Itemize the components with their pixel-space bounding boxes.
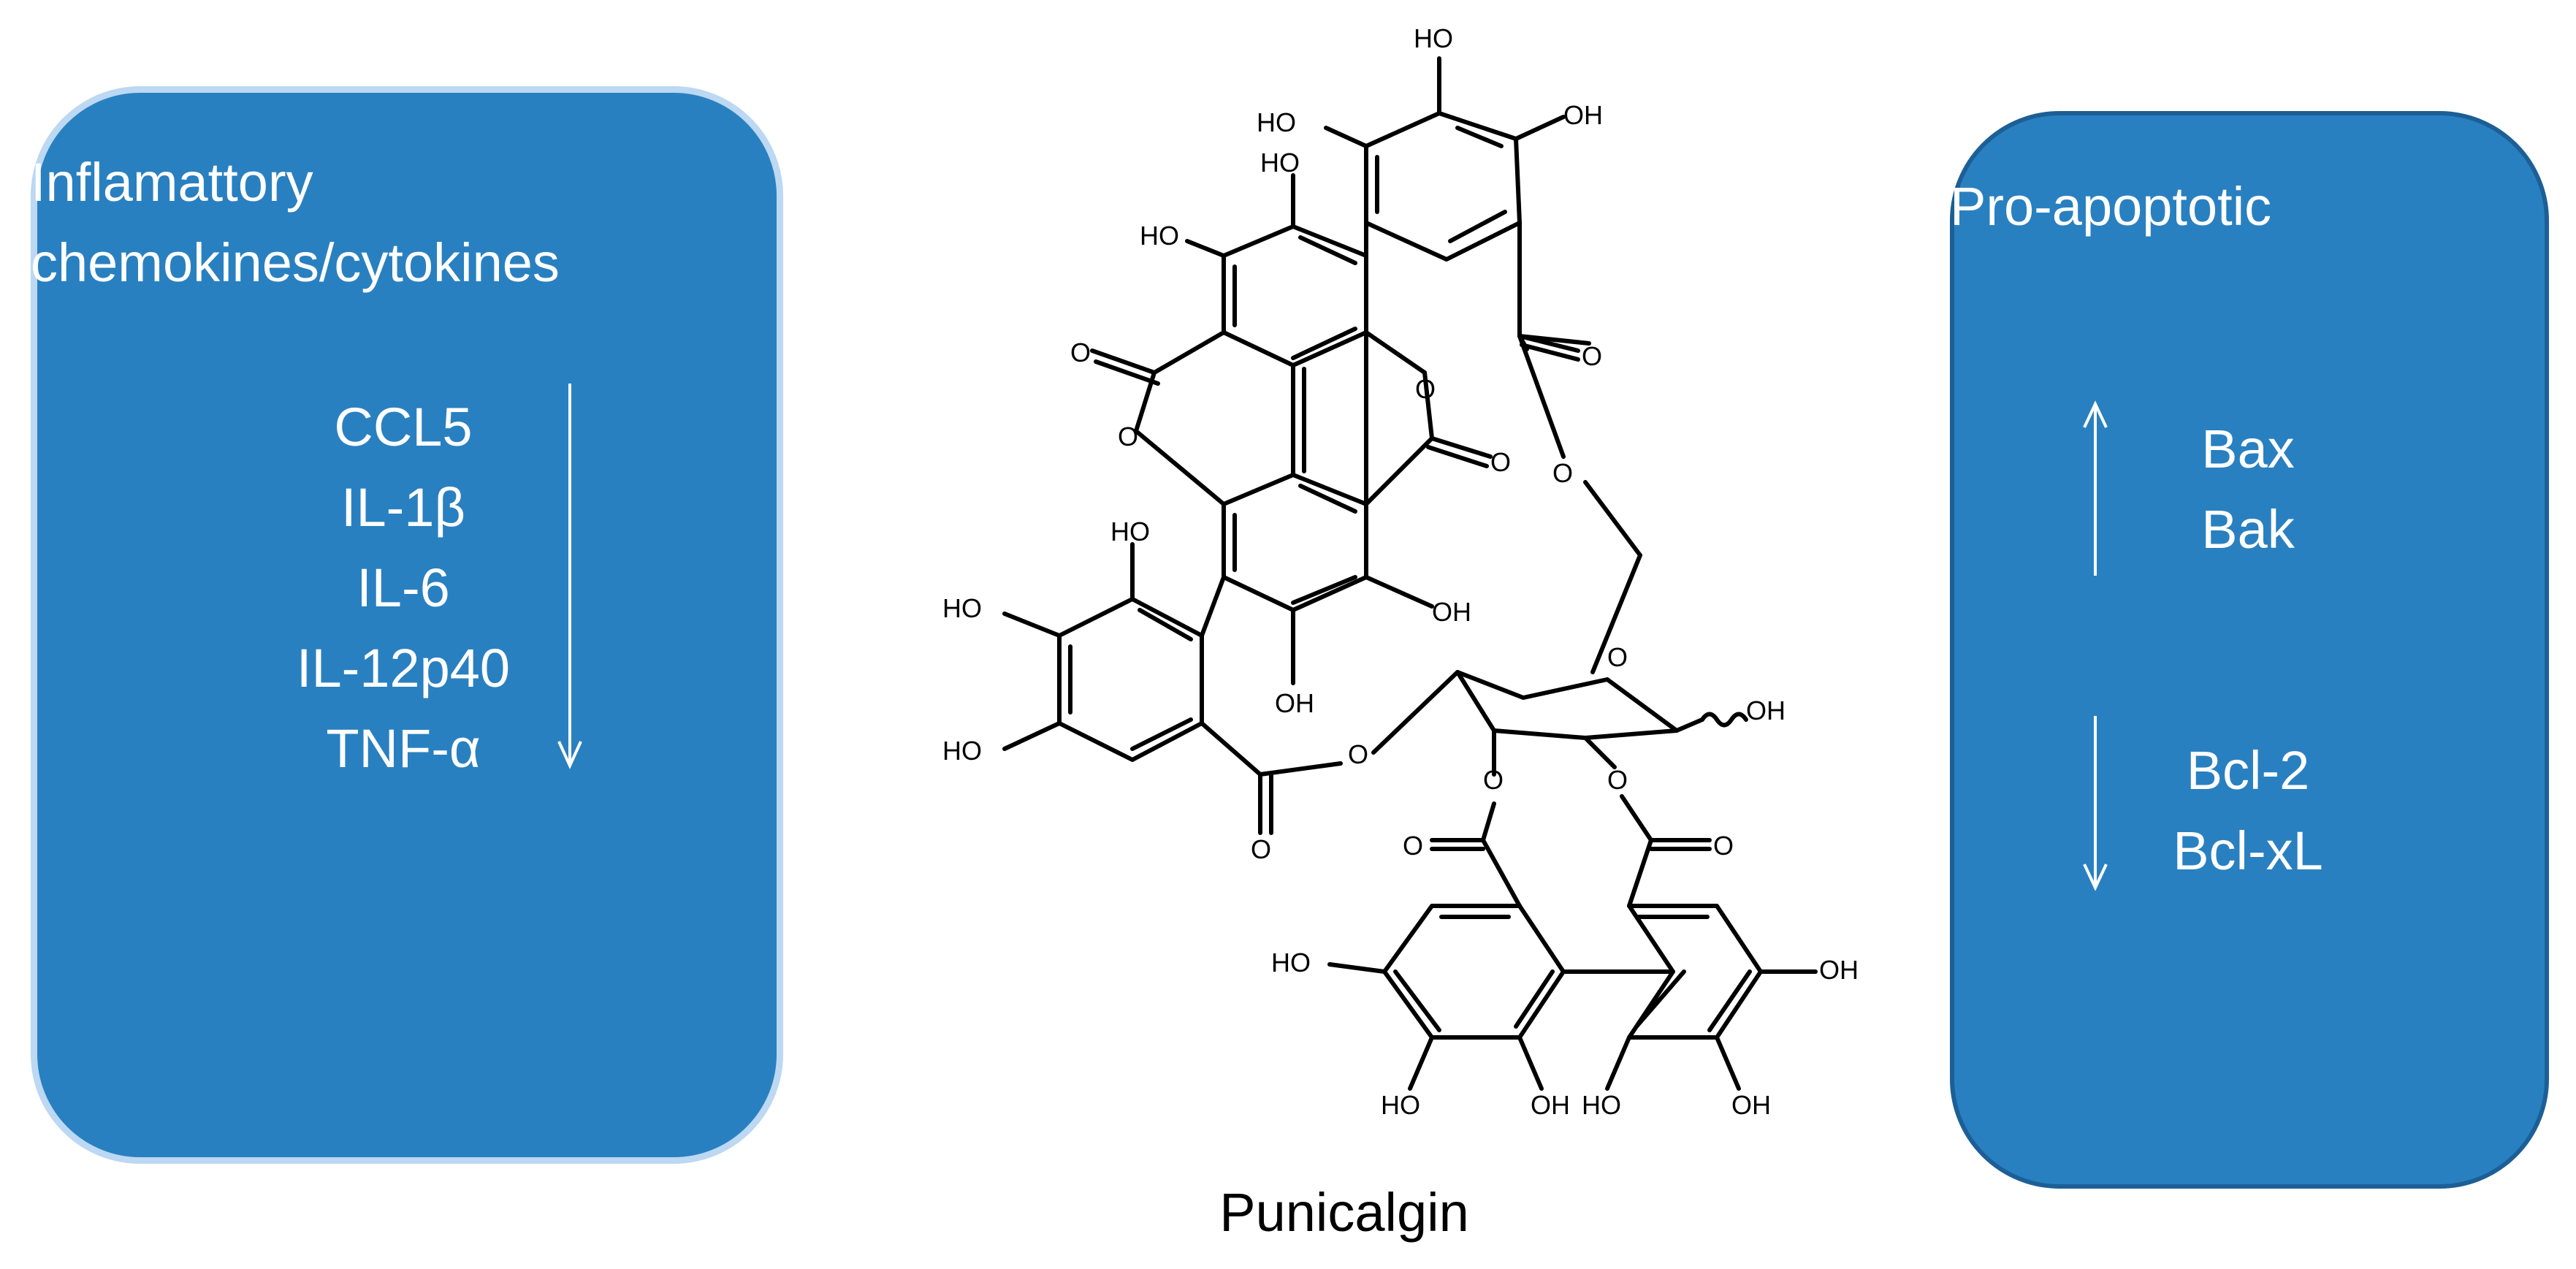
atom-label: OH xyxy=(1819,955,1859,985)
atom-label: HO xyxy=(1582,1090,1621,1120)
atom-label: O xyxy=(1607,765,1628,795)
inflammatory-title-line2: chemokines/cytokines xyxy=(31,232,560,293)
atom-label: O xyxy=(1607,642,1628,672)
atom-label: O xyxy=(1483,765,1504,795)
atom-label: HO xyxy=(1271,948,1311,978)
atom-label: O xyxy=(1552,458,1573,488)
atom-label: HO xyxy=(1257,107,1296,137)
atom-label: O xyxy=(1118,422,1138,451)
marker-bak: Bak xyxy=(2201,499,2295,560)
marker-bcl-2: Bcl-2 xyxy=(2186,740,2310,801)
atom-label: O xyxy=(1070,338,1091,367)
down-arrow-icon xyxy=(2083,716,2108,891)
atom-label: OH xyxy=(1563,100,1603,130)
marker-bax: Bax xyxy=(2201,419,2295,479)
atom-label: HO xyxy=(1110,517,1150,546)
marker-tnf-a: TNF-α xyxy=(326,718,481,779)
atom-label: HO xyxy=(1260,148,1300,178)
atom-label: OH xyxy=(1731,1090,1771,1120)
marker-ccl5: CCL5 xyxy=(334,397,473,457)
pro-apoptotic-panel xyxy=(1950,111,2549,1189)
pro-apoptotic-title: Pro-apoptotic xyxy=(1950,176,2272,237)
atom-label: OH xyxy=(1531,1090,1570,1120)
marker-bcl-xl: Bcl-xL xyxy=(2173,820,2323,881)
atom-label: HO xyxy=(942,736,982,766)
atom-label: O xyxy=(1582,341,1602,371)
marker-il-6: IL-6 xyxy=(357,557,450,618)
molecule-caption: Punicalgin xyxy=(1219,1182,1469,1243)
atom-label: HO xyxy=(942,593,982,623)
atom-label: HO xyxy=(1414,23,1453,53)
atom-label: O xyxy=(1490,447,1511,477)
atom-label: O xyxy=(1415,374,1436,404)
atom-label: HO xyxy=(1140,221,1179,251)
down-arrow-icon xyxy=(557,384,582,769)
marker-il-12p40: IL-12p40 xyxy=(296,638,511,698)
atom-label: O xyxy=(1403,831,1423,861)
atom-label: O xyxy=(1251,834,1271,864)
inflammatory-title-line1: Inflamattory xyxy=(31,152,313,213)
inflammatory-panel xyxy=(31,86,783,1164)
punicalagin-structure: HO HO OH HO HO O O O O O O HO HO OH OH H… xyxy=(942,23,1859,1120)
atom-label: O xyxy=(1713,831,1734,861)
atom-label: OH xyxy=(1746,696,1786,725)
atom-label: OH xyxy=(1275,688,1314,718)
atom-label: HO xyxy=(1381,1090,1420,1120)
atom-label: O xyxy=(1348,739,1368,769)
up-arrow-icon xyxy=(2083,400,2108,576)
atom-label: OH xyxy=(1432,597,1471,627)
marker-il-1b: IL-1β xyxy=(340,477,466,538)
